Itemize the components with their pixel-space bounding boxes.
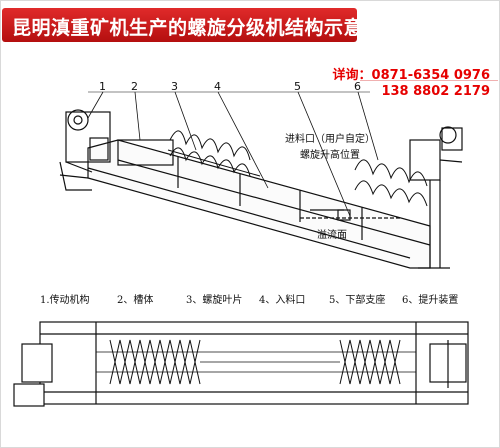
trough-body <box>87 139 431 269</box>
legend-item-support: 5、下部支座 <box>329 295 386 306</box>
callout-overflow: 溢流面 <box>317 228 347 241</box>
page-title: 昆明滇重矿机生产的螺旋分级机结构示意图 <box>12 17 383 39</box>
part-number-2: 2 <box>131 80 138 93</box>
plan-view <box>13 321 469 407</box>
spiral-blades <box>167 130 261 177</box>
legend-item-blades: 3、螺旋叶片 <box>186 295 243 306</box>
callout-spiral-height: 螺旋升高位置 <box>300 148 360 161</box>
legend-item-trough: 2、槽体 <box>117 295 154 306</box>
drive-mechanism <box>59 109 111 191</box>
legend-item-drive: 1.传动机构 <box>40 295 90 306</box>
trough-tank <box>117 139 174 166</box>
part-number-3: 3 <box>171 80 178 93</box>
part-number-1: 1 <box>99 80 106 93</box>
part-number-6: 6 <box>354 80 361 93</box>
legend-item-inlet: 4、入料口 <box>259 295 306 306</box>
part-number-4: 4 <box>214 80 221 93</box>
contact-divider <box>360 80 498 81</box>
lifting-device <box>354 126 463 269</box>
callout-inlet: 进料口（用户自定） <box>285 132 375 145</box>
contact-mobile: 138 8802 2179 <box>381 84 490 99</box>
contact-phone: 详询：0871-6354 0976 <box>332 68 490 83</box>
part-number-5: 5 <box>294 80 301 93</box>
legend-item-lifting: 6、提升装置 <box>402 295 459 306</box>
title-banner: 昆明滇重矿机生产的螺旋分级机结构示意图 <box>2 8 382 42</box>
